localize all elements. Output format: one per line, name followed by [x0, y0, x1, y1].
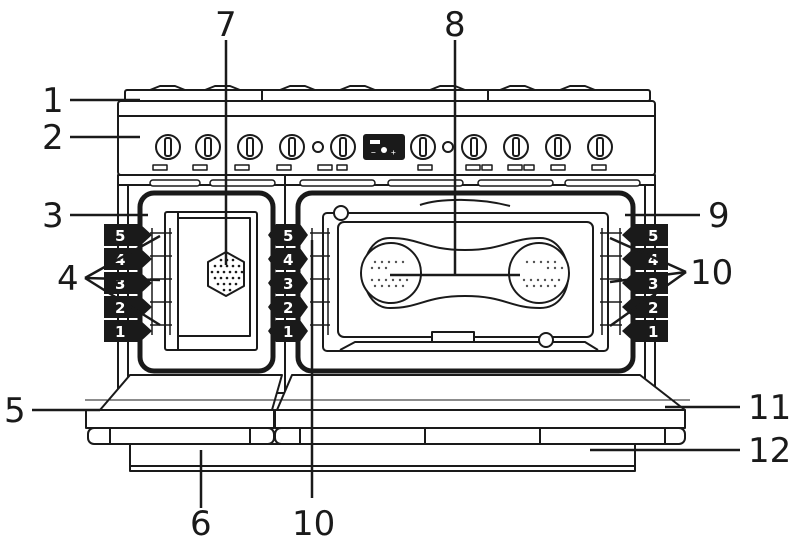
oven-lamp [333, 205, 349, 221]
rack-level-label: 1 [283, 323, 293, 341]
callout-4: 4 [57, 259, 79, 299]
cooktop-grates [124, 85, 651, 102]
rack-levels-right: 5 4 3 2 1 [622, 224, 668, 342]
control-knobs [155, 134, 613, 160]
left-oven-door[interactable] [85, 374, 283, 429]
rack-level-label: 2 [115, 299, 125, 317]
callout-2: 2 [42, 118, 64, 158]
display-plus: + [391, 148, 396, 157]
knob[interactable] [237, 134, 263, 160]
knob[interactable] [155, 134, 181, 160]
knob[interactable] [503, 134, 529, 160]
right-oven-door[interactable] [274, 374, 686, 429]
callout-1: 1 [42, 81, 64, 121]
rack-level-label: 3 [648, 275, 658, 293]
left-oven-cavity [137, 190, 276, 374]
callout-7: 7 [215, 5, 237, 45]
rack-level-label: 4 [115, 251, 125, 269]
rack-level-label: 4 [283, 251, 293, 269]
callout-5: 5 [4, 391, 26, 431]
door-handles[interactable] [87, 427, 686, 445]
callout-11: 11 [748, 388, 791, 428]
knob[interactable] [545, 134, 571, 160]
indicator-light [442, 141, 454, 153]
rack-level-label: 3 [283, 275, 293, 293]
callout-10-bottom: 10 [292, 504, 335, 538]
callout-10-right: 10 [690, 253, 733, 293]
knob-symbols [152, 164, 607, 171]
rack-level-label: 5 [115, 227, 125, 245]
rack-level-label: 5 [648, 227, 658, 245]
right-oven-cavity [295, 190, 636, 374]
knob[interactable] [279, 134, 305, 160]
rack-level-label: 5 [283, 227, 293, 245]
rack-level-label: 4 [648, 251, 658, 269]
rack-level-label: 2 [283, 299, 293, 317]
knob[interactable] [410, 134, 436, 160]
knob[interactable] [195, 134, 221, 160]
rack-level-label: 2 [648, 299, 658, 317]
base-plinth [129, 465, 636, 472]
knob[interactable] [587, 134, 613, 160]
shelf-runners [150, 228, 172, 335]
callout-numbers: 1 2 3 4 5 6 7 8 9 10 10 11 12 [4, 5, 791, 538]
rack-level-label: 1 [115, 323, 125, 341]
leader-lines [32, 40, 740, 508]
indicator-light [312, 141, 324, 153]
knob[interactable] [330, 134, 356, 160]
fan-grille [207, 251, 245, 297]
rack-level-label: 1 [648, 323, 658, 341]
callout-8: 8 [444, 5, 466, 45]
digital-display[interactable] [363, 134, 405, 160]
display-minus: − [371, 148, 376, 157]
callout-12: 12 [748, 431, 791, 471]
callout-6: 6 [190, 504, 212, 538]
callout-9: 9 [708, 196, 730, 236]
knob[interactable] [461, 134, 487, 160]
callout-3: 3 [42, 196, 64, 236]
rack-levels-center: 5 4 3 2 1 [268, 224, 308, 342]
rack-level-label: 3 [115, 275, 125, 293]
vent-slots [149, 179, 641, 187]
